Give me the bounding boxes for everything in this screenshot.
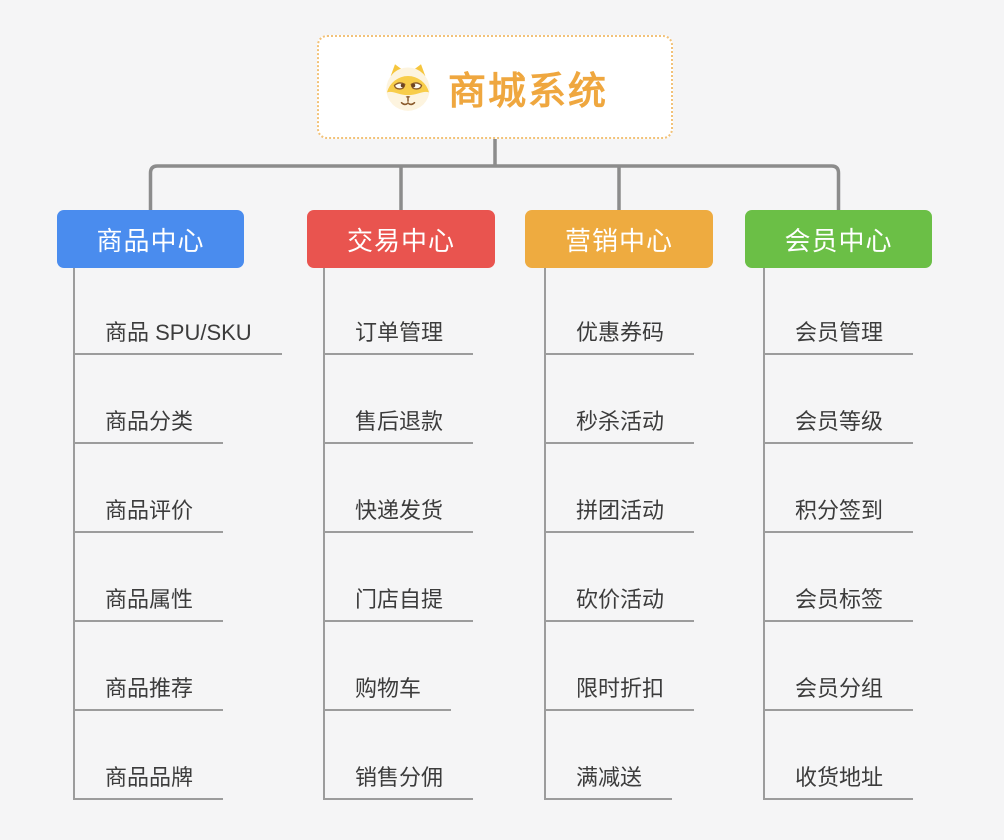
child-node[interactable]: 商品推荐 bbox=[73, 676, 224, 711]
dog-face-icon bbox=[386, 64, 430, 111]
branch-header-marketing-center[interactable]: 营销中心 bbox=[525, 210, 713, 268]
child-node[interactable]: 收货地址 bbox=[763, 765, 914, 800]
branch-trunk-line bbox=[323, 268, 325, 800]
child-node[interactable]: 积分签到 bbox=[763, 498, 914, 533]
branch-header-label: 营销中心 bbox=[564, 225, 673, 256]
branch-header-label: 会员中心 bbox=[784, 225, 893, 256]
root-title: 商城系统 bbox=[447, 70, 608, 113]
child-node[interactable]: 商品 SPU/SKU bbox=[73, 320, 282, 355]
child-node[interactable]: 砍价活动 bbox=[544, 587, 695, 622]
branch-header-label: 商品中心 bbox=[96, 225, 205, 256]
child-node[interactable]: 订单管理 bbox=[323, 320, 474, 355]
child-node[interactable]: 秒杀活动 bbox=[544, 409, 695, 444]
child-node[interactable]: 会员分组 bbox=[763, 676, 914, 711]
child-node[interactable]: 商品品牌 bbox=[73, 765, 224, 800]
child-node[interactable]: 商品属性 bbox=[73, 587, 224, 622]
child-node[interactable]: 限时折扣 bbox=[544, 676, 695, 711]
child-node[interactable]: 会员等级 bbox=[763, 409, 914, 444]
branch-trunk-line bbox=[544, 268, 546, 800]
child-node[interactable]: 门店自提 bbox=[323, 587, 474, 622]
child-node[interactable]: 优惠券码 bbox=[544, 320, 695, 355]
branch-header-label: 交易中心 bbox=[346, 225, 455, 256]
branch-trunk-line bbox=[73, 268, 75, 800]
child-node[interactable]: 销售分佣 bbox=[323, 765, 474, 800]
branch-header-product-center[interactable]: 商品中心 bbox=[57, 210, 244, 268]
child-node[interactable]: 快递发货 bbox=[323, 498, 474, 533]
child-node[interactable]: 会员标签 bbox=[763, 587, 914, 622]
child-node[interactable]: 拼团活动 bbox=[544, 498, 695, 533]
branch-header-trade-center[interactable]: 交易中心 bbox=[307, 210, 495, 268]
child-node[interactable]: 购物车 bbox=[323, 676, 452, 711]
child-node[interactable]: 商品分类 bbox=[73, 409, 224, 444]
child-node[interactable]: 满减送 bbox=[544, 765, 673, 800]
child-node[interactable]: 售后退款 bbox=[323, 409, 474, 444]
branch-trunk-line bbox=[763, 268, 765, 800]
root-node[interactable]: 商城系统 bbox=[317, 35, 673, 139]
branch-header-member-center[interactable]: 会员中心 bbox=[745, 210, 932, 268]
child-node[interactable]: 商品评价 bbox=[73, 498, 224, 533]
child-node[interactable]: 会员管理 bbox=[763, 320, 914, 355]
